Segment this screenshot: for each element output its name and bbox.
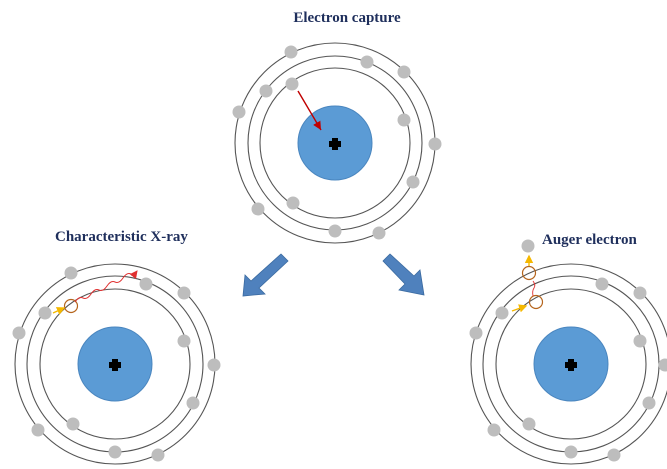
- electron: [66, 417, 80, 431]
- electron: [495, 306, 509, 320]
- characteristic-xray-label: Characteristic X-ray: [55, 229, 188, 245]
- electron: [285, 77, 299, 91]
- electron: [251, 202, 265, 216]
- electron: [284, 45, 298, 59]
- process-arrow-left: [242, 253, 289, 297]
- vacancy-hole-inner: [528, 294, 544, 310]
- process-arrow-right: [382, 253, 425, 296]
- electron: [607, 448, 621, 462]
- electron: [38, 306, 52, 320]
- electron: [64, 266, 78, 280]
- electron: [328, 224, 342, 238]
- proton-plus-icon: [109, 359, 121, 371]
- electron: [207, 358, 221, 372]
- electron-capture-label: Electron capture: [293, 10, 401, 26]
- electron: [139, 277, 153, 291]
- electron: [633, 286, 647, 300]
- atom-before-capture: [232, 42, 442, 244]
- electron: [642, 396, 656, 410]
- electron: [232, 105, 246, 119]
- electron: [397, 113, 411, 127]
- electron: [397, 65, 411, 79]
- shell-inner: [259, 67, 411, 219]
- energy-transfer-wave: [532, 280, 536, 297]
- electron: [595, 277, 609, 291]
- transition-arrow: [52, 307, 66, 315]
- shell-inner: [39, 288, 191, 440]
- electron: [521, 239, 535, 253]
- transition-arrow: [511, 304, 528, 313]
- auger-electron-label: Auger electron: [542, 232, 637, 248]
- electron: [658, 358, 667, 372]
- proton-plus-icon: [565, 359, 577, 371]
- atom-xray: [12, 263, 221, 465]
- electron: [12, 326, 26, 340]
- atom-auger: [469, 239, 667, 465]
- electron: [522, 417, 536, 431]
- electrons: [12, 266, 221, 462]
- shell-inner: [495, 288, 647, 440]
- electron: [428, 137, 442, 151]
- electron: [177, 334, 191, 348]
- electron: [186, 396, 200, 410]
- capture-arrow: [297, 90, 322, 131]
- electron: [469, 326, 483, 340]
- electron: [177, 286, 191, 300]
- shell-outer: [470, 263, 667, 465]
- electrons: [469, 239, 667, 462]
- vacancy-hole-outer: [521, 265, 537, 281]
- electrons: [232, 45, 442, 240]
- electron: [633, 334, 647, 348]
- electron: [487, 423, 501, 437]
- electron: [360, 55, 374, 69]
- electron: [108, 445, 122, 459]
- electron: [259, 84, 273, 98]
- electron: [372, 226, 386, 240]
- electron: [286, 196, 300, 210]
- xray-photon-wave: [74, 270, 138, 303]
- electron: [151, 448, 165, 462]
- electron: [406, 175, 420, 189]
- electron: [564, 445, 578, 459]
- vacancy-hole: [63, 298, 79, 314]
- proton-plus-icon: [329, 138, 341, 150]
- electron: [31, 423, 45, 437]
